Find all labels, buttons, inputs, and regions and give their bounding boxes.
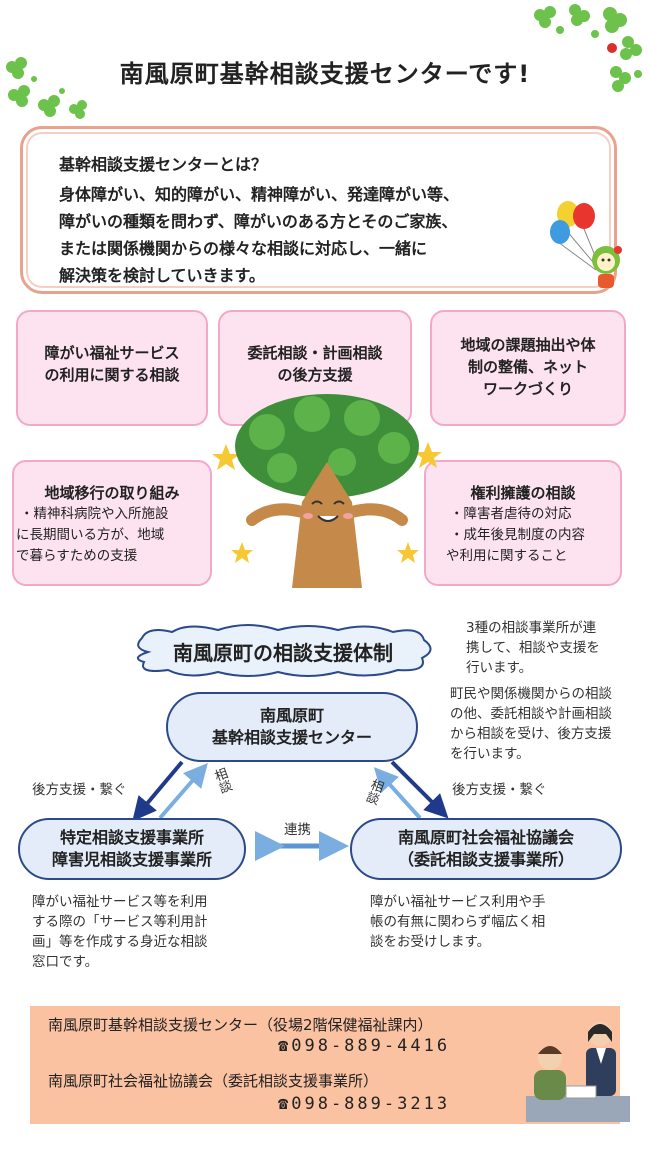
intro-line: 障がいの種類を問わず、障がいのある方とそのご家族、: [59, 212, 458, 231]
cloud-shape: [137, 624, 432, 677]
service-box-regional-network: 地域の課題抽出や体 制の整備、ネット ワークづくり: [430, 310, 626, 426]
service-text: や利用に関すること: [446, 548, 568, 564]
center-oval: 南風原町 基幹相談支援センター: [166, 692, 418, 762]
service-text: の利用に関する相談: [44, 366, 180, 384]
council-phone[interactable]: ☎098-889-3213: [278, 1094, 451, 1114]
page-title: 南風原町基幹相談支援センターです!: [119, 60, 531, 88]
note-line: 談をお受けします。: [370, 934, 491, 950]
consultation-people-illustration: [526, 1022, 630, 1122]
note-line: 携して、相談や支援を: [466, 640, 600, 656]
note-line: 画」等を作成する身近な相談: [32, 934, 208, 950]
center-contact-name: 南風原町基幹相談支援センター（役場2階保健福祉課内）: [48, 1016, 433, 1034]
support-label-left: 後方支援・繋ぐ: [32, 782, 127, 798]
diagram-arrows: [132, 760, 449, 861]
intro-line: または関係機関からの様々な相談に対応し、一緒に: [59, 239, 428, 258]
intro-line: 身体障がい、知的障がい、精神障がい、発達障がい等、: [59, 185, 460, 204]
support-label-right: 後方支援・繋ぐ: [452, 782, 547, 798]
service-text: で暮らすための支援: [16, 548, 138, 564]
note-line: 帳の有無に関わらず幅広く相: [370, 914, 546, 930]
note-line: する際の「サービス等利用計: [32, 914, 208, 930]
service-text: ・障害者虐待の対応: [450, 506, 572, 522]
note-line: 3種の相談事業所が連: [466, 620, 597, 636]
note-line: 障がい福祉サービス利用や手: [370, 894, 546, 910]
note-line: の他、委託相談や計画相談: [450, 706, 612, 722]
link-label: 連携: [284, 822, 311, 838]
service-text: 制の整備、ネット: [467, 358, 588, 376]
cloud-title: 南風原町の相談支援体制: [173, 641, 393, 665]
intro-box: 基幹相談支援センターとは？ 身体障がい、知的障がい、精神障がい、発達障がい等、 …: [20, 126, 617, 294]
oval-line: 障害児相談支援事業所: [51, 850, 212, 869]
note-line: を行います。: [450, 746, 530, 762]
service-heading: 権利擁護の相談: [470, 484, 576, 502]
service-text: 委託相談・計画相談: [247, 344, 383, 362]
intro-body: 身体障がい、知的障がい、精神障がい、発達障がい等、 障がいの種類を問わず、障がい…: [59, 181, 559, 289]
service-box-welfare-consultation: 障がい福祉サービス の利用に関する相談: [16, 310, 208, 426]
note-line: 障がい福祉サービス等を利用: [32, 894, 208, 910]
service-box-community-transition: 地域移行の取り組み ・精神科病院や入所施設 に長期間いる方が、地域 で暮らすため…: [12, 460, 212, 586]
oval-line: 南風原町社会福祉協議会: [397, 828, 574, 847]
cloud-note: 3種の相談事業所が連 携して、相談や支援を 行います。: [466, 618, 646, 678]
service-text: に長期間いる方が、地域: [16, 527, 165, 543]
service-text: ・精神科病院や入所施設: [20, 506, 169, 522]
mascot-with-balloons-illustration: [550, 201, 622, 288]
note-line: 町民や関係機関からの相談: [450, 686, 612, 702]
left-office-oval: 特定相談支援事業所 障害児相談支援事業所: [18, 818, 246, 880]
center-phone[interactable]: ☎098-889-4416: [278, 1036, 451, 1056]
service-text: の後方支援: [277, 366, 353, 384]
oval-line: 特定相談支援事業所: [59, 828, 204, 847]
service-text: ワークづくり: [482, 380, 573, 398]
right-office-oval: 南風原町社会福祉協議会 （委託相談支援事業所）: [350, 818, 622, 880]
contact-footer: 南風原町基幹相談支援センター（役場2階保健福祉課内） ☎098-889-4416…: [30, 1006, 620, 1124]
council-contact-name: 南風原町社会福祉協議会（委託相談支援事業所）: [48, 1072, 379, 1090]
right-office-note: 障がい福祉サービス利用や手 帳の有無に関わらず幅広く相 談をお受けします。: [370, 892, 610, 952]
left-office-note: 障がい福祉サービス等を利用 する際の「サービス等利用計 画」等を作成する身近な相…: [32, 892, 272, 972]
clover-decoration-top-left: [6, 57, 87, 119]
note-line: 窓口です。: [32, 954, 99, 970]
center-note: 町民や関係機関からの相談 の他、委託相談や計画相談 から相談を受け、後方支援 を…: [450, 684, 650, 764]
note-line: から相談を受け、後方支援: [450, 726, 612, 742]
service-text: 障がい福祉サービス: [44, 344, 180, 362]
oval-line: 南風原町: [259, 706, 324, 725]
service-heading: 地域移行の取り組み: [44, 484, 180, 502]
service-box-rights-advocacy: 権利擁護の相談 ・障害者虐待の対応 ・成年後見制度の内容 や利用に関すること: [424, 460, 622, 586]
service-text: ・成年後見制度の内容: [450, 527, 585, 543]
intro-question: 基幹相談支援センターとは？: [59, 155, 268, 174]
oval-line: （委託相談支援事業所）: [397, 850, 574, 869]
oval-line: 基幹相談支援センター: [211, 728, 372, 747]
tree-character-illustration: [212, 394, 442, 588]
intro-line: 解決策を検討していきます。: [59, 266, 265, 285]
clover-decoration-top-right: [534, 4, 642, 92]
service-text: 地域の課題抽出や体: [460, 336, 596, 354]
note-line: 行います。: [466, 660, 533, 676]
